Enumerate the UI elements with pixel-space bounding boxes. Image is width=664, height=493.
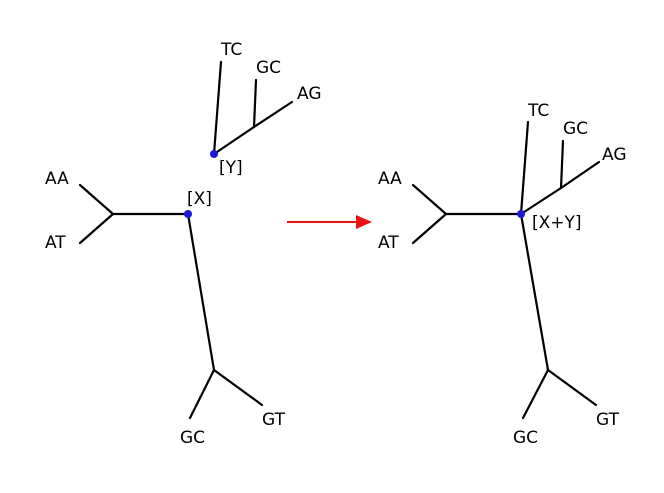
- right-tree: [X+Y] AA AT TC GC AG GC GT: [378, 101, 627, 448]
- right-node-merged: [517, 210, 525, 218]
- arrow-head: [356, 215, 372, 229]
- left-leaf-at-label: AT: [45, 233, 66, 253]
- right-leaf-tc-label: TC: [527, 101, 549, 121]
- left-leaf-gt-label: GT: [262, 410, 286, 430]
- left-edge-gt: [212, 368, 264, 407]
- right-leaf-gt-label: GT: [596, 410, 620, 430]
- right-leaf-gc-bottom-label: GC: [513, 428, 538, 448]
- left-leaf-aa-label: AA: [45, 169, 69, 189]
- right-edge-aa: [411, 183, 448, 216]
- left-tree: [X] [Y] AA AT TC GC AG GC GT: [45, 40, 322, 448]
- right-edge-at: [411, 212, 448, 245]
- left-node-x: [184, 210, 192, 218]
- right-leaf-gc-top-label: GC: [563, 119, 588, 139]
- left-edge-ag: [252, 100, 294, 129]
- left-edge-aa: [78, 183, 115, 216]
- left-edge-y-internal: [212, 125, 256, 156]
- right-edge-gc-bottom: [521, 368, 550, 420]
- transition-arrow: [287, 215, 372, 229]
- right-leaf-at-label: AT: [378, 233, 399, 253]
- left-leaf-tc-label: TC: [220, 40, 242, 60]
- left-node-x-label: [X]: [187, 189, 212, 209]
- left-edge-at: [78, 212, 115, 245]
- right-edge-down: [519, 212, 550, 372]
- right-edge-merged-internal: [519, 186, 563, 216]
- right-edge-gc-top: [559, 139, 565, 190]
- right-edge-ag: [559, 160, 601, 190]
- right-leaf-ag-label: AG: [602, 145, 627, 165]
- left-leaf-gc-bottom-label: GC: [180, 428, 205, 448]
- right-edge-tc: [519, 120, 530, 216]
- left-leaf-gc-top-label: GC: [256, 58, 281, 78]
- right-leaf-aa-label: AA: [378, 169, 402, 189]
- right-node-merged-label: [X+Y]: [532, 213, 582, 233]
- left-edge-gc-bottom: [188, 368, 216, 420]
- left-leaf-ag-label: AG: [297, 84, 322, 104]
- left-edge-x-down: [186, 212, 216, 372]
- left-node-y-label: [Y]: [219, 158, 243, 178]
- left-edge-gc-top: [252, 78, 258, 129]
- left-node-y: [210, 150, 218, 158]
- right-edge-gt: [546, 368, 598, 407]
- left-edge-tc: [212, 60, 223, 156]
